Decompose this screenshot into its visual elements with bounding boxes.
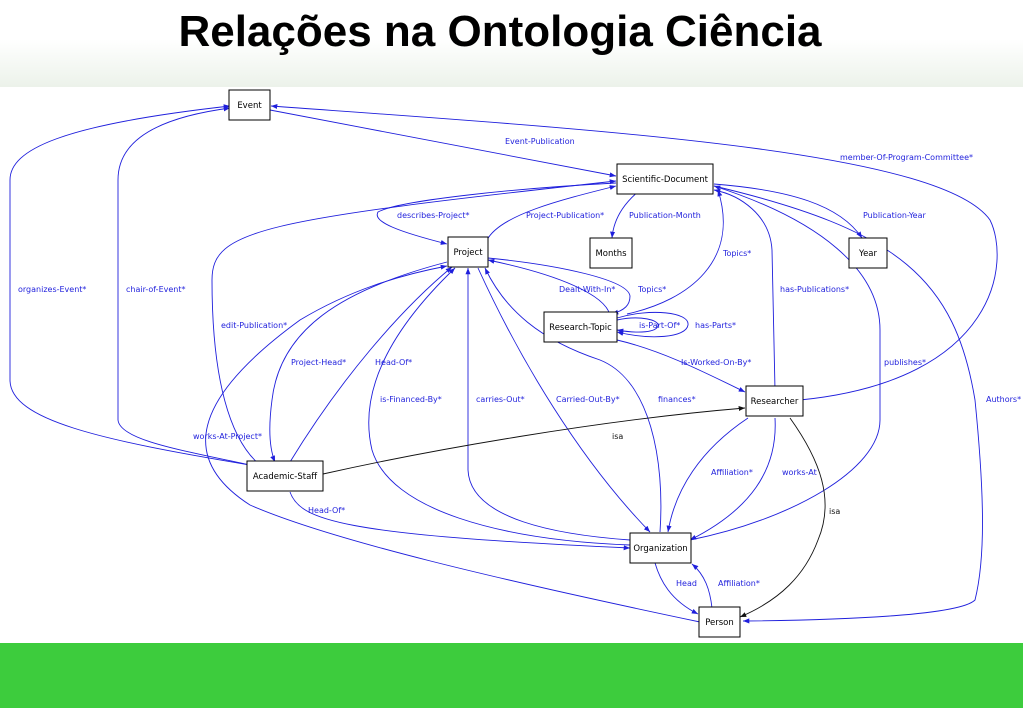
label-has-parts: has-Parts* xyxy=(695,321,736,330)
node-research-topic-label: Research-Topic xyxy=(549,323,612,333)
edge-isa-1 xyxy=(322,406,746,475)
edge-head-of-2 xyxy=(289,491,631,551)
label-is-financed-by: is-Financed-By* xyxy=(380,395,442,404)
label-carried-out-by: Carried-Out-By* xyxy=(556,395,620,404)
edge-topics-1 xyxy=(487,257,631,315)
edge-is-part-of xyxy=(616,311,689,338)
node-organization-label: Organization xyxy=(633,544,687,554)
node-months-label: Months xyxy=(595,249,627,259)
edge-works-at-project xyxy=(205,264,701,623)
node-person[interactable]: Person xyxy=(698,606,741,638)
label-publishes: publishes* xyxy=(884,358,926,367)
edge-publication-year xyxy=(713,183,863,239)
edge-works-at xyxy=(689,417,776,541)
label-project-head: Project-Head* xyxy=(291,358,346,367)
label-affiliation-1: Affiliation* xyxy=(711,468,753,477)
edge-event-publication xyxy=(269,109,617,178)
label-chair-of-event: chair-of-Event* xyxy=(126,285,185,294)
node-event[interactable]: Event xyxy=(228,89,271,121)
label-works-at: works-At xyxy=(782,468,817,477)
edge-affiliation-1 xyxy=(666,417,749,533)
edge-is-part-of-loop xyxy=(616,317,659,334)
node-academic-staff[interactable]: Academic-Staff xyxy=(246,460,324,492)
footer-bar xyxy=(0,643,1023,708)
node-months[interactable]: Months xyxy=(589,237,633,269)
edge-head-of-1 xyxy=(289,266,453,463)
edge-chair-of-event xyxy=(117,106,251,466)
node-research-topic[interactable]: Research-Topic xyxy=(543,311,618,343)
edge-edit-publication xyxy=(211,179,617,466)
edge-is-financed-by xyxy=(368,267,631,546)
slide-header: Relações na Ontologia Ciência xyxy=(0,0,1023,87)
node-project-label: Project xyxy=(453,248,483,258)
node-scientific-document-label: Scientific-Document xyxy=(622,175,709,185)
edge-dealt-with-in xyxy=(487,258,611,316)
label-authors: Authors* xyxy=(986,395,1021,404)
edge-labels: Event-Publication member-Of-Program-Comm… xyxy=(18,137,1021,588)
label-is-worked-on-by: Is-Worked-On-By* xyxy=(681,358,751,367)
node-event-label: Event xyxy=(237,101,262,111)
edge-member-of-program-committee xyxy=(270,103,998,401)
label-has-publications: has-Publications* xyxy=(780,285,849,294)
label-publication-year: Publication-Year xyxy=(863,211,926,220)
label-finances: finances* xyxy=(658,395,696,404)
label-is-part-of: is-Part-Of* xyxy=(639,321,680,330)
label-head-of-2: Head-Of* xyxy=(308,506,345,515)
edge-topics-2 xyxy=(626,189,724,315)
label-carries-out: carries-Out* xyxy=(476,395,525,404)
ontology-diagram: Event-Publication member-Of-Program-Comm… xyxy=(9,89,1021,638)
label-event-publication: Event-Publication xyxy=(505,137,575,146)
node-year-label: Year xyxy=(858,249,878,259)
label-edit-publication: edit-Publication* xyxy=(221,321,287,330)
edge-is-worked-on-by xyxy=(616,339,746,393)
edge-head xyxy=(654,562,699,615)
label-publication-month: Publication-Month xyxy=(629,211,701,220)
edge-organizes-event xyxy=(9,104,251,466)
edges-group xyxy=(9,103,998,624)
page-title: Relações na Ontologia Ciência xyxy=(178,7,822,56)
label-project-publication: Project-Publication* xyxy=(526,211,604,220)
edge-isa-2 xyxy=(739,417,826,618)
label-organizes-event: organizes-Event* xyxy=(18,285,86,294)
label-topics-1: Topics* xyxy=(637,285,666,294)
label-describes-project: describes-Project* xyxy=(397,211,470,220)
isa-labels: isa isa xyxy=(612,432,840,516)
label-member-of-program-committee: member-Of-Program-Committee* xyxy=(840,153,973,162)
isa-edges-group xyxy=(322,406,826,618)
label-isa-2: isa xyxy=(829,507,840,516)
node-person-label: Person xyxy=(705,618,734,628)
label-works-at-project: works-At-Project* xyxy=(193,432,262,441)
label-affiliation-2: Affiliation* xyxy=(718,579,760,588)
edge-has-publications xyxy=(713,188,776,391)
node-year[interactable]: Year xyxy=(848,237,888,269)
edge-publishes xyxy=(689,185,881,541)
node-researcher[interactable]: Researcher xyxy=(745,385,804,417)
edge-finances xyxy=(484,267,662,533)
label-head: Head xyxy=(676,579,697,588)
node-academic-staff-label: Academic-Staff xyxy=(253,472,318,482)
node-scientific-document[interactable]: Scientific-Document xyxy=(616,163,714,195)
edge-carries-out xyxy=(465,268,631,541)
label-isa-1: isa xyxy=(612,432,623,441)
node-researcher-label: Researcher xyxy=(751,397,799,407)
edge-project-publication xyxy=(486,185,617,241)
label-dealt-with-in: Dealt-With-In* xyxy=(559,285,615,294)
label-topics-2: Topics* xyxy=(722,249,751,258)
node-organization[interactable]: Organization xyxy=(629,532,692,564)
edge-affiliation-2 xyxy=(691,563,713,609)
label-head-of-1: Head-Of* xyxy=(375,358,412,367)
edge-carried-out-by xyxy=(477,267,651,533)
node-project[interactable]: Project xyxy=(447,236,489,268)
